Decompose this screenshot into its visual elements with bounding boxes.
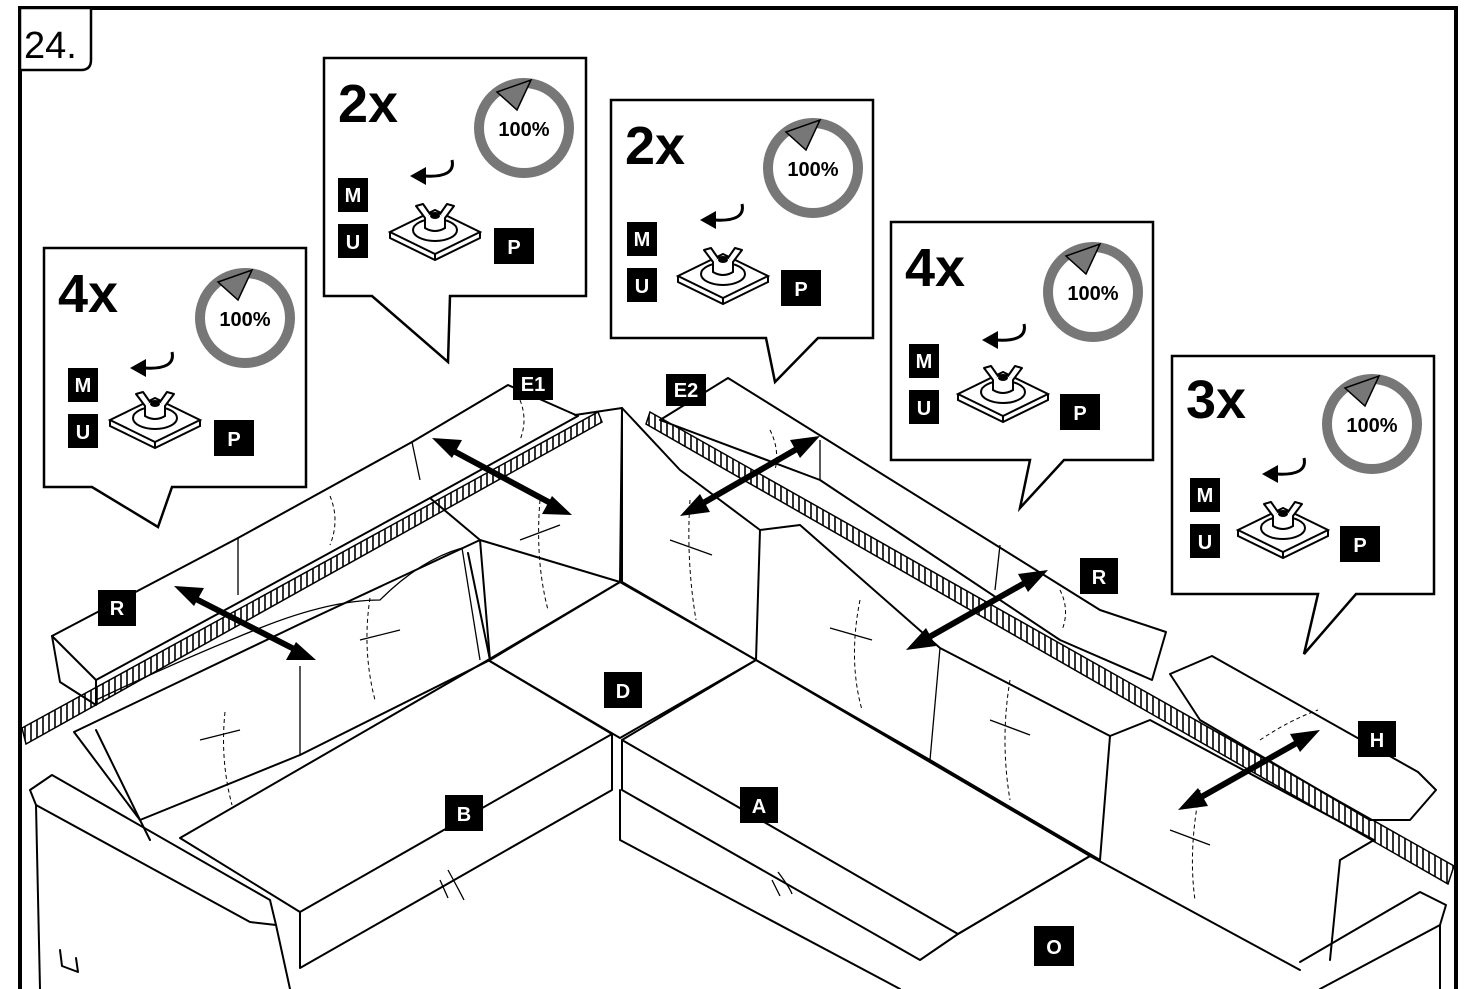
torque-indicator: 100% (763, 118, 863, 218)
double-arrows (174, 436, 1320, 810)
double-arrow-icon (432, 438, 572, 515)
part-label-p: P (494, 228, 534, 264)
callout-back-right: 2x 100% M U P (609, 98, 875, 385)
part-label-p: P (1060, 394, 1100, 430)
part-label-r-right: R (1080, 558, 1118, 594)
part-label-a: A (740, 787, 778, 823)
part-label-d: D (604, 672, 642, 708)
callout-left: 4x 100% M U P (42, 246, 308, 529)
hinge-strip-left (21, 410, 603, 746)
torque-percent: 100% (219, 309, 270, 331)
svg-text:P: P (1073, 403, 1086, 425)
svg-text:P: P (794, 279, 807, 301)
torque-indicator: 100% (474, 78, 574, 178)
part-label-m: M (68, 368, 98, 402)
part-label-e2: E2 (666, 374, 706, 406)
svg-text:U: U (635, 276, 649, 298)
part-label-u: U (909, 390, 939, 424)
callout-count: 2x (625, 116, 685, 176)
part-label-m: M (627, 222, 657, 256)
part-label-u: U (338, 224, 368, 258)
part-label-p: P (1340, 526, 1380, 562)
svg-text:M: M (634, 229, 651, 251)
svg-text:M: M (1197, 485, 1214, 507)
torque-indicator: 100% (1043, 242, 1143, 342)
torque-percent: 100% (787, 159, 838, 181)
callout-far-right: 3x 100% M U P (1170, 354, 1436, 655)
double-arrow-icon (906, 570, 1048, 650)
part-label-u: U (68, 414, 98, 448)
svg-text:D: D (616, 681, 630, 703)
double-arrow-icon (1178, 730, 1320, 810)
part-labels: E1 E2 R R H D B A (98, 368, 1396, 966)
double-arrow-icon (680, 436, 820, 516)
svg-text:U: U (917, 398, 931, 420)
svg-text:H: H (1370, 730, 1384, 752)
svg-text:U: U (76, 422, 90, 444)
torque-indicator: 100% (1322, 374, 1422, 474)
step-number: 24. (24, 25, 77, 67)
svg-text:U: U (346, 232, 360, 254)
part-label-u: U (627, 268, 657, 302)
svg-text:P: P (507, 237, 520, 259)
part-label-e1: E1 (513, 368, 553, 400)
svg-text:R: R (1092, 567, 1107, 589)
callout-count: 2x (338, 74, 398, 134)
callout-count: 3x (1186, 370, 1246, 430)
svg-text:R: R (110, 598, 125, 620)
part-label-o: O (1034, 926, 1074, 966)
part-label-p: P (214, 420, 254, 456)
part-label-m: M (1190, 478, 1220, 512)
svg-text:U: U (1198, 532, 1212, 554)
callout-count: 4x (905, 238, 965, 298)
svg-text:M: M (916, 351, 933, 373)
svg-text:M: M (345, 185, 362, 207)
svg-text:E1: E1 (521, 374, 545, 396)
svg-text:P: P (227, 429, 240, 451)
torque-indicator: 100% (195, 268, 295, 368)
svg-text:E2: E2 (674, 380, 698, 402)
part-label-b: B (445, 795, 483, 831)
double-arrow-icon (174, 586, 316, 660)
svg-text:P: P (1353, 535, 1366, 557)
part-label-m: M (338, 178, 368, 212)
part-label-u: U (1190, 524, 1220, 558)
callout-count: 4x (58, 264, 118, 324)
torque-percent: 100% (1067, 283, 1118, 305)
svg-text:B: B (457, 804, 471, 826)
part-label-h: H (1358, 721, 1396, 757)
torque-percent: 100% (498, 119, 549, 141)
callout-back-left: 2x 100% M U P (322, 56, 588, 365)
part-label-r-left: R (98, 590, 136, 626)
svg-text:M: M (75, 375, 92, 397)
step-tab: 24. (18, 6, 93, 72)
torque-percent: 100% (1346, 415, 1397, 437)
part-label-p: P (781, 270, 821, 306)
svg-text:A: A (752, 796, 766, 818)
callout-right: 4x 100% M U P (889, 220, 1155, 513)
svg-text:O: O (1046, 937, 1062, 959)
part-label-m: M (909, 344, 939, 378)
